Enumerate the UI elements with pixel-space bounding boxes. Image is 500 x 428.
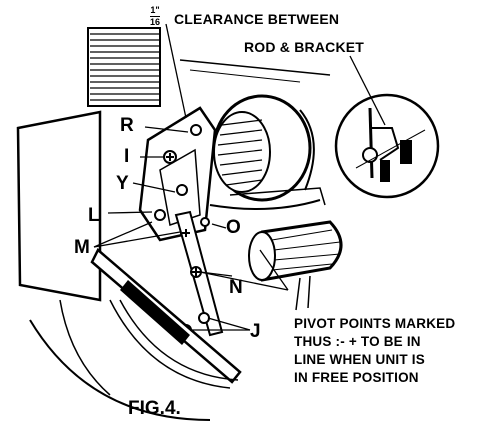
label-y: Y [116,173,129,194]
clearance-fraction: 1" 16 [150,5,161,27]
left-panel [16,110,102,302]
label-m: M [74,237,90,258]
upper-block [87,27,161,107]
label-r: R [120,115,134,136]
pivot-note-line-3: LINE WHEN UNIT IS [294,352,425,367]
label-i: I [124,146,130,167]
bracket-assembly [138,106,217,242]
figure-caption: FIG.4. [128,398,181,419]
fraction-denominator: 16 [150,17,161,27]
detail-inset [334,93,440,199]
fraction-bar [150,16,161,17]
clearance-note-line-2: ROD & BRACKET [244,39,365,55]
leader-lines [93,23,386,331]
label-o: O [226,217,241,238]
label-j: J [250,321,261,342]
pivot-note-line-2: THUS :- + TO BE IN [294,334,421,349]
pivot-note-line-4: IN FREE POSITION [294,370,419,385]
pivot-note-line-1: PIVOT POINTS MARKED [294,316,456,331]
fraction-numerator: 1" [150,5,160,15]
lower-arm [90,248,242,389]
clearance-note-line-1: CLEARANCE BETWEEN [174,11,340,27]
pivot-markers [166,153,200,276]
label-n: N [229,277,243,298]
label-l: L [88,205,100,226]
cylinder [248,220,343,311]
drum-housing [212,94,315,202]
